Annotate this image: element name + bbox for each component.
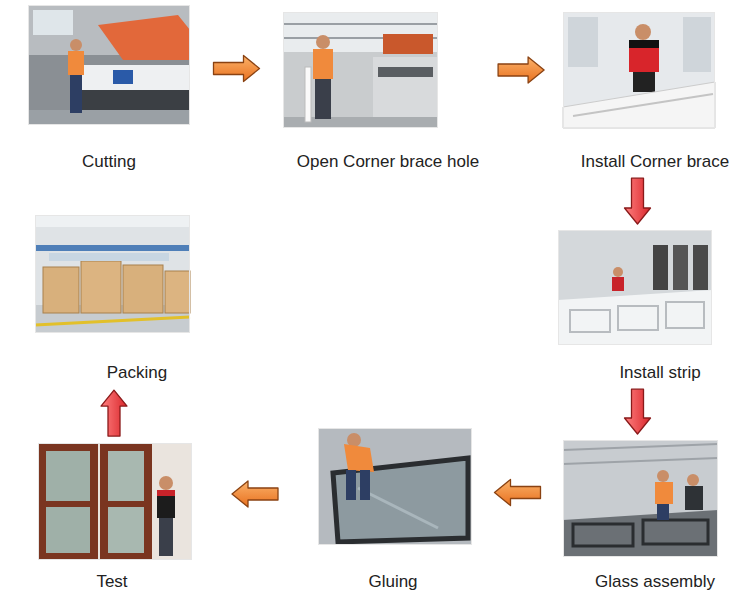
photo-frame bbox=[35, 215, 190, 333]
step-caption: Cutting bbox=[82, 152, 136, 172]
step-caption: Install Corner brace bbox=[581, 152, 729, 172]
step-node: Test bbox=[38, 443, 192, 592]
photo-frame bbox=[38, 443, 192, 560]
step-caption: Test bbox=[96, 572, 127, 592]
step-caption: Packing bbox=[107, 363, 167, 383]
photo-illustration bbox=[38, 443, 192, 560]
step-node: Open Corner brace hole bbox=[283, 12, 479, 172]
photo-illustration bbox=[28, 5, 190, 125]
photo-frame bbox=[558, 230, 712, 345]
step-node: Cutting bbox=[28, 5, 190, 172]
photo-frame bbox=[563, 440, 718, 557]
step-caption: Install strip bbox=[619, 363, 700, 383]
flow-arrow bbox=[214, 56, 260, 82]
photo-illustration bbox=[563, 440, 718, 557]
photo-illustration bbox=[558, 230, 712, 345]
step-node: Install Corner brace bbox=[563, 12, 729, 172]
photo-frame bbox=[283, 12, 438, 128]
photo-frame bbox=[563, 12, 715, 128]
flow-arrow bbox=[101, 390, 127, 436]
photo-illustration bbox=[283, 12, 438, 128]
step-caption: Glass assembly bbox=[595, 572, 715, 592]
photo-frame bbox=[28, 5, 190, 125]
photo-illustration bbox=[318, 428, 472, 545]
flow-arrow bbox=[625, 389, 651, 434]
photo-illustration bbox=[563, 12, 715, 128]
step-caption: Gluing bbox=[368, 572, 417, 592]
flow-arrow bbox=[625, 178, 651, 224]
step-node: Install strip bbox=[558, 230, 712, 383]
flow-arrow bbox=[495, 480, 541, 506]
step-caption: Open Corner brace hole bbox=[297, 152, 479, 172]
step-node: Glass assembly bbox=[563, 440, 718, 592]
step-node: Packing bbox=[35, 215, 190, 383]
photo-illustration bbox=[35, 215, 190, 333]
photo-frame bbox=[318, 428, 472, 545]
step-node: Gluing bbox=[318, 428, 472, 592]
flow-arrow bbox=[232, 481, 278, 507]
flow-arrow bbox=[498, 57, 544, 83]
